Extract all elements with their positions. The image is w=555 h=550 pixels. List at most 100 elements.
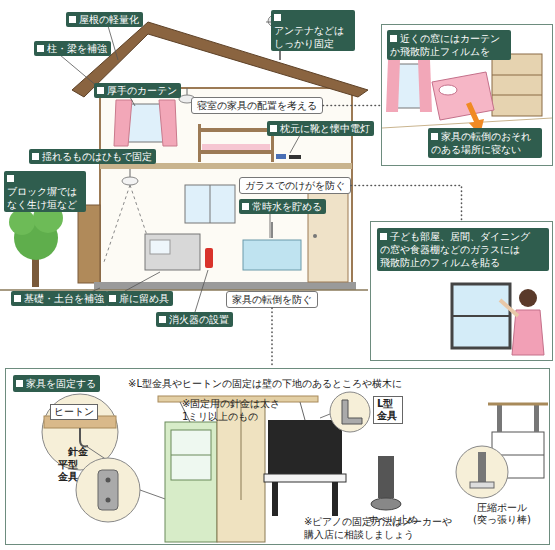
upstairs-window: [159, 100, 177, 146]
bedroom-inset: [382, 25, 552, 165]
piano: [332, 482, 338, 516]
callout-label: 消火器の設置: [156, 312, 233, 327]
callout-label: 屋根の軽量化: [66, 12, 143, 27]
glass-cabinet: [165, 422, 217, 542]
hook-detail: [80, 428, 88, 446]
glass-cabinet: [171, 430, 211, 480]
callout-label: 扉に留め具: [106, 291, 173, 306]
compression-pole: [488, 403, 548, 406]
callout-label: 近くの窓にはカーテン か飛散防止フィルムを: [387, 30, 511, 60]
bunk-bed: [198, 128, 274, 132]
bedroom-inset: [382, 25, 552, 165]
topic-label: 寝室の家具の配置を考える: [191, 97, 323, 114]
hanging-lamp: [122, 177, 138, 185]
flat-bracket-detail: [106, 478, 111, 483]
house-wall: [78, 88, 352, 284]
bunk-bed: [198, 124, 274, 162]
downstairs-window: [185, 185, 235, 223]
label-text: 基礎・土台を補強: [14, 292, 104, 305]
bathtub: [271, 222, 273, 238]
upstairs-window: [114, 100, 177, 146]
bedroom-inset: [492, 95, 542, 96]
anti-slip-leg: [378, 456, 394, 498]
note-text: ※固定用の針金は太さ 1ミリ以上のもの: [182, 397, 306, 423]
label-text: 家具の転倒を防ぐ: [232, 293, 312, 306]
flat-bracket-detail: [76, 458, 168, 522]
label-text: 常時水を貯める: [242, 200, 322, 213]
callout-label: 基礎・土台を補強: [11, 291, 108, 306]
vanity: [145, 234, 200, 270]
callout-label: アンテナなどは しっかり固定: [271, 10, 355, 51]
callout-label: 常時水を貯める: [239, 199, 326, 214]
bathtub: [243, 240, 301, 270]
label-text: ブロック塀では なく生け垣など: [7, 172, 82, 211]
compression-pole: [478, 452, 486, 482]
bunk-bed: [202, 144, 270, 150]
label-text: 枕元に靴と懐中電灯: [270, 122, 370, 135]
part-label: L型 金具: [373, 396, 403, 424]
shoes-flashlight: [276, 154, 286, 159]
compression-pole: [456, 404, 548, 498]
topic-label: ガラスでのけがを防ぐ: [239, 177, 351, 194]
compression-pole: [470, 482, 494, 488]
anti-slip-leg: [371, 456, 401, 510]
glass-film-inset: [500, 300, 518, 316]
dotted-connector: [323, 105, 381, 107]
glass-cabinet: [165, 422, 217, 542]
label-text: アンテナなどは しっかり固定: [274, 11, 351, 50]
glass-film-inset: [452, 284, 510, 348]
callout-label: 家具の転倒のおそれ のある場所に寝ない: [428, 128, 542, 158]
fixing-panel: [6, 369, 549, 544]
leader-line: [290, 135, 300, 153]
bedroom-inset: [492, 54, 542, 116]
compression-pole: [497, 404, 502, 432]
wardrobe: [217, 402, 265, 542]
flat-bracket-detail: [106, 498, 111, 503]
l-bracket-detail: [342, 400, 362, 424]
callout-label: ブロック塀では なく生け垣など: [4, 171, 86, 212]
wire: [300, 402, 305, 420]
label-text: 厚手のカーテン: [97, 84, 177, 97]
upstairs-window: [114, 100, 132, 146]
l-bracket-detail: [320, 414, 330, 418]
piano: [272, 482, 278, 516]
fixing-panel: [6, 369, 549, 544]
callout-label: 柱・梁を補強: [34, 41, 111, 56]
callout-label: 子ども部屋、居間、ダイニング の窓や食器棚などのガラスには 飛散防止のフィルムを…: [377, 228, 549, 271]
bunk-bed: [198, 124, 201, 162]
glass-film-inset: [452, 315, 510, 317]
leader-line: [60, 22, 300, 312]
vanity: [150, 240, 170, 254]
tree: [9, 203, 63, 287]
shoes-flashlight: [289, 155, 301, 159]
part-label: 圧縮ポール (突っ張り棒): [462, 502, 542, 526]
callout-label: 揺れるものはひもで固定: [29, 149, 156, 164]
piano: [268, 420, 342, 476]
bedroom-inset: [432, 72, 494, 120]
glass-film-inset: [371, 222, 552, 360]
foundation: [94, 282, 356, 290]
downstairs-window: [185, 185, 235, 223]
part-label: 針金: [68, 446, 88, 458]
l-bracket-detail: [330, 392, 370, 432]
house-wall: [78, 205, 100, 283]
leader-line: [130, 97, 135, 106]
label-text: 消火器の設置: [159, 313, 229, 326]
compression-pole: [534, 404, 539, 432]
inset-panel: 子ども部屋、居間、ダイニング の窓や食器棚などのガラスには 飛散防止のフィルムを…: [370, 221, 553, 361]
foundation: [0, 282, 368, 290]
glass-cabinet: [171, 455, 211, 456]
bunk-bed: [198, 150, 274, 154]
part-label: ヒートン: [50, 404, 98, 420]
tree: [9, 209, 35, 235]
l-bracket-detail: [320, 392, 370, 432]
leader-line: [195, 270, 208, 312]
shoes-flashlight: [276, 154, 301, 159]
dotted-connector: [351, 186, 462, 222]
label-text: 寝室の家具の配置を考える: [197, 99, 317, 112]
piano: [264, 420, 346, 516]
note-text: ※L型金具やヒートンの固定は壁の下地のあるところや横木に: [128, 377, 402, 390]
callout-label: 家具を固定する: [13, 375, 100, 392]
